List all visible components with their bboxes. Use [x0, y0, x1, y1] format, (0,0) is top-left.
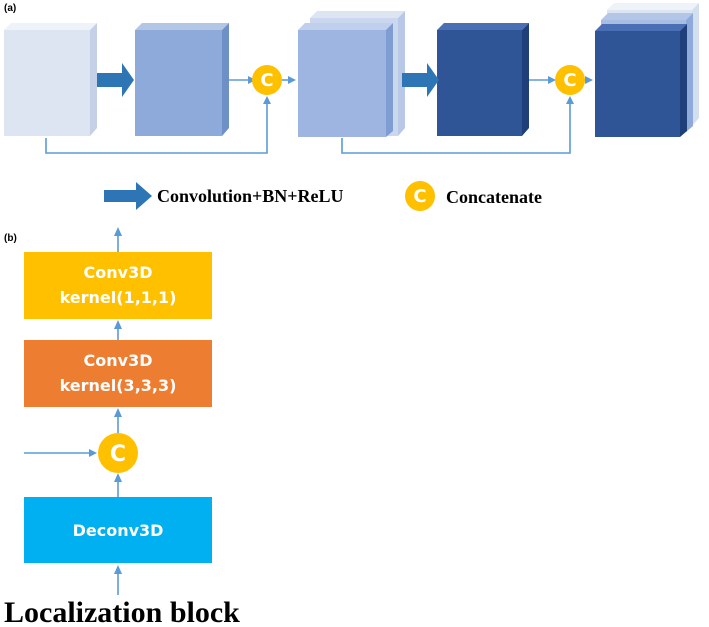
conv3d-1x1-line2: kernel(1,1,1) [60, 288, 177, 307]
concat-node-b: C [98, 433, 138, 473]
feature-map-cube-1 [4, 23, 97, 136]
legend-conv-arrow-icon [104, 182, 152, 210]
feature-map-cube-5 [595, 3, 699, 137]
conv-arrow-1 [97, 63, 134, 97]
concat-node-1-label: C [260, 70, 273, 91]
arrow-from-concat-1-head [288, 76, 296, 84]
legend-concat-icon [405, 181, 435, 211]
skip-input-arrow-head [89, 449, 97, 457]
concat-node-2-label: C [563, 70, 576, 91]
arrow-concat-to-orange-head [114, 408, 122, 417]
localization-block-title: Localization block [4, 596, 240, 627]
arrow-orange-to-yellow-head [114, 320, 122, 329]
input-arrow-head [114, 565, 122, 574]
concat-node-2: C [555, 65, 585, 95]
conv3d-1x1-block: Conv3D kernel(1,1,1) [24, 252, 212, 319]
deconv3d-label: Deconv3D [73, 521, 164, 540]
conv3d-3x3-block: Conv3D kernel(3,3,3) [24, 340, 212, 407]
legend-concat-label: Concatenate [446, 187, 542, 207]
output-arrow-head [114, 227, 122, 236]
conv3d-1x1-line1: Conv3D [84, 263, 153, 282]
concat-node-1: C [252, 65, 282, 95]
feature-map-cube-2 [135, 23, 229, 136]
conv3d-3x3-line2: kernel(3,3,3) [60, 376, 177, 395]
panel-b-label: (b) [4, 233, 17, 244]
concat-node-b-label: C [110, 442, 126, 467]
skip-connection-2-head [566, 96, 574, 104]
legend-concat-symbol: C [413, 186, 426, 207]
skip-connection-1-head [263, 96, 271, 104]
skip-connection-2 [341, 103, 571, 154]
arrow-deconv-to-concat-head [114, 473, 122, 482]
feature-map-cube-3 [298, 11, 405, 137]
feature-map-cube-4 [437, 23, 529, 136]
skip-connection-1 [45, 103, 268, 154]
legend-conv-label: Convolution+BN+ReLU [157, 186, 344, 206]
conv3d-3x3-line1: Conv3D [84, 351, 153, 370]
arrow-to-concat-2-head [548, 76, 556, 84]
conv-arrow-2 [402, 63, 439, 97]
legend: Convolution+BN+ReLU C Concatenate [104, 181, 542, 211]
panel-a-label: (a) [4, 3, 16, 14]
arrow-from-concat-2-head [585, 76, 593, 84]
deconv3d-block: Deconv3D [24, 497, 212, 563]
